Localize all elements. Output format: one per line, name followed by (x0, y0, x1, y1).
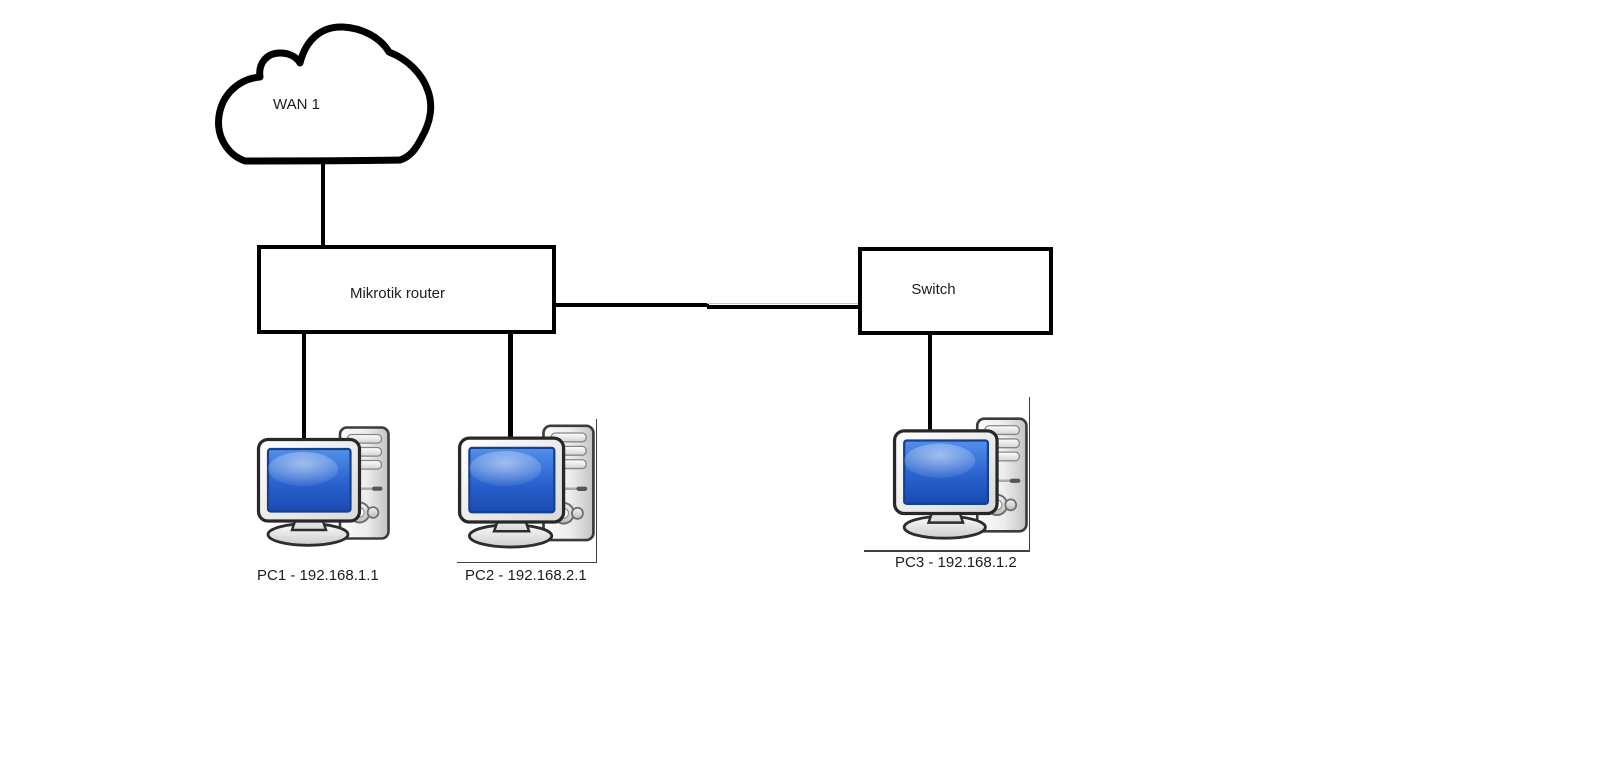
pc2-workstation-icon[interactable] (456, 420, 596, 552)
edge-router-switch-left-segment (552, 302, 709, 308)
pc3-frame-bottom (864, 550, 1030, 552)
router-node[interactable]: Mikrotik router (257, 245, 556, 334)
pc2-frame-right (595, 419, 597, 563)
pc1-workstation-icon[interactable] (255, 424, 391, 548)
pc1-label: PC1 - 192.168.1.1 (257, 567, 379, 584)
wan-cloud-node[interactable] (212, 20, 444, 168)
switch-label: Switch (911, 280, 956, 298)
edge-router-switch-hairline (707, 302, 859, 304)
pc3-workstation-icon[interactable] (891, 414, 1029, 542)
pc2-frame-bottom (457, 561, 597, 563)
edge-router-switch-right-segment (707, 305, 860, 310)
wan-cloud-label: WAN 1 (273, 96, 320, 113)
cloud-shape (215, 23, 435, 165)
pc2-label: PC2 - 192.168.2.1 (465, 567, 587, 584)
pc3-label: PC3 - 192.168.1.2 (895, 554, 1017, 571)
router-label: Mikrotik router (349, 285, 446, 302)
edge-switch-pc3 (927, 332, 932, 433)
edge-router-pc1 (301, 331, 306, 439)
edge-cloud-router (320, 155, 325, 248)
switch-node[interactable]: Switch (858, 247, 1053, 335)
edge-router-pc2 (508, 331, 513, 441)
pc3-frame-right (1028, 397, 1030, 551)
